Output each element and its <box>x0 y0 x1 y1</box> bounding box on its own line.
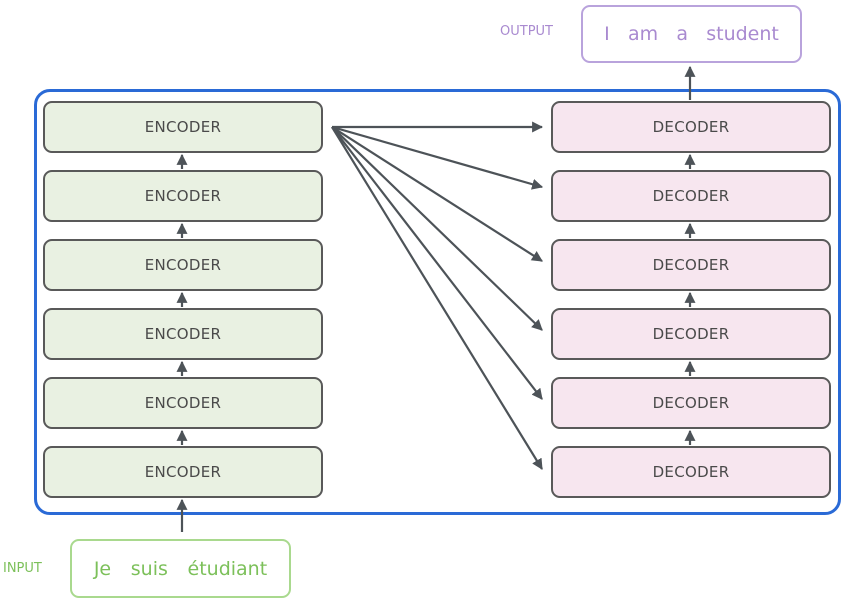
output-token: am <box>627 23 659 45</box>
input-token: étudiant <box>187 557 268 580</box>
output-token: I <box>604 23 610 45</box>
encoder-to-decoder-arrow <box>331 126 543 470</box>
decoder-block-2: DECODER <box>551 377 831 429</box>
encoder-to-decoder-arrow <box>331 125 544 190</box>
input-tag: INPUT <box>3 561 42 576</box>
decoder-block-1: DECODER <box>551 446 831 498</box>
output-token: student <box>706 23 779 45</box>
encoder-to-decoder-arrow <box>331 126 543 331</box>
encoder-block-5: ENCODER <box>43 170 323 222</box>
output-token: a <box>676 23 688 45</box>
input-token: suis <box>130 557 168 580</box>
decoder-block-6: DECODER <box>551 101 831 153</box>
encoder-block-2: ENCODER <box>43 377 323 429</box>
encoder-block-1: ENCODER <box>43 446 323 498</box>
encoder-block-3: ENCODER <box>43 308 323 360</box>
encoder-decoder-stack <box>34 89 841 515</box>
output-sentence-box: I am a student <box>581 5 802 63</box>
encoder-block-6: ENCODER <box>43 101 323 153</box>
input-token: Je <box>93 557 112 580</box>
encoder-block-4: ENCODER <box>43 239 323 291</box>
decoder-block-4: DECODER <box>551 239 831 291</box>
output-tag: OUTPUT <box>500 24 553 39</box>
input-sentence-box: Je suis étudiant <box>70 539 291 598</box>
decoder-block-3: DECODER <box>551 308 831 360</box>
encoder-to-decoder-arrow <box>331 126 543 400</box>
encoder-to-decoder-arrow <box>331 126 543 262</box>
decoder-block-5: DECODER <box>551 170 831 222</box>
